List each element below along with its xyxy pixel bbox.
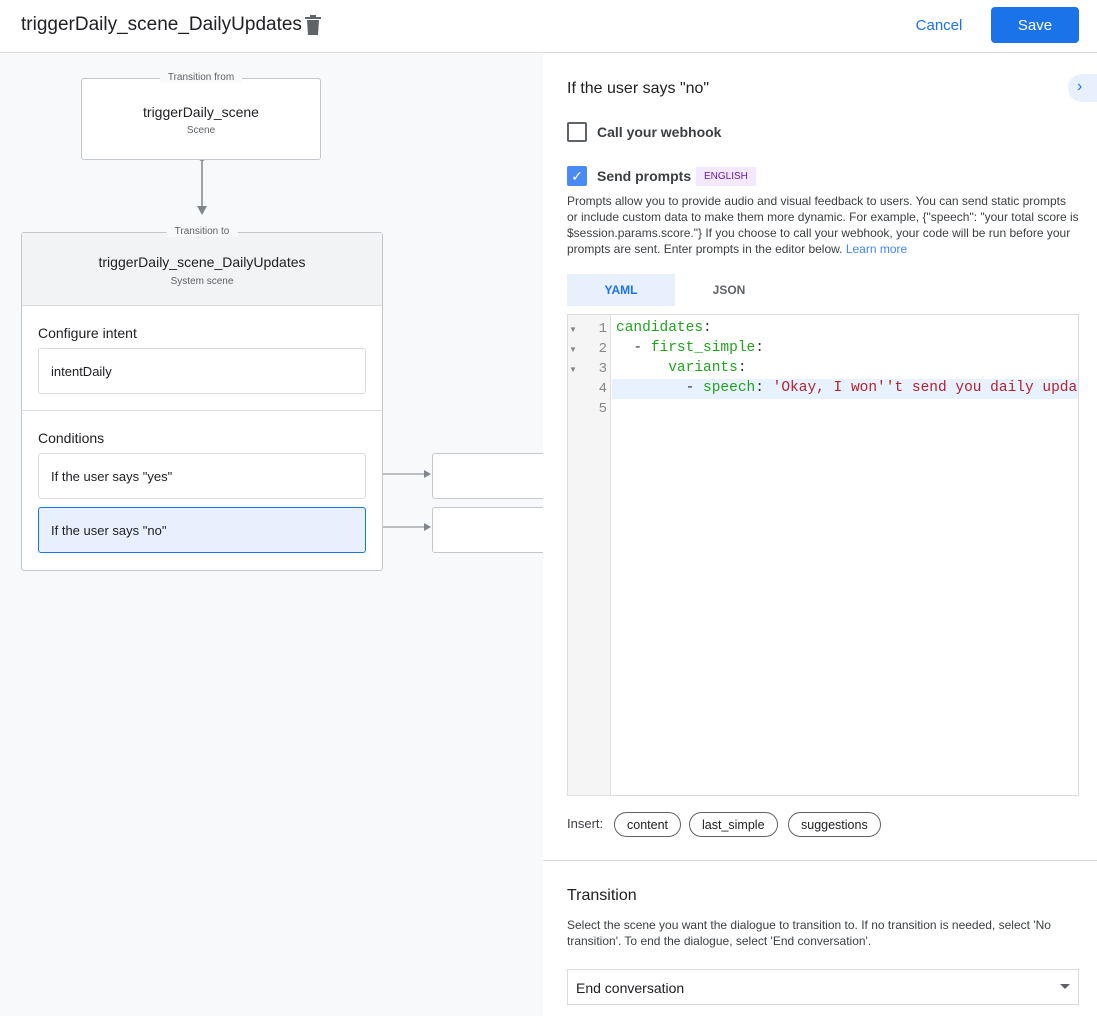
code-line: - speech: 'Okay, I won''t send you daily… <box>616 380 1078 396</box>
transition-from-node[interactable]: Transition from triggerDaily_scene Scene <box>81 72 321 160</box>
flow-canvas[interactable]: Transition from triggerDaily_scene Scene… <box>0 54 543 1016</box>
insert-chip-content[interactable]: content <box>614 812 682 837</box>
to-scene-name: triggerDaily_scene_DailyUpdates <box>98 254 306 270</box>
condition-no[interactable]: If the user says "no" <box>38 507 366 553</box>
transition-from-legend: Transition from <box>159 72 243 83</box>
page-title: triggerDaily_scene_DailyUpdates <box>21 14 302 35</box>
description-text: Prompts allow you to provide audio and v… <box>567 194 1079 256</box>
tab-yaml[interactable]: YAML <box>567 274 675 306</box>
learn-more-link[interactable]: Learn more <box>845 242 908 256</box>
send-prompts-checkbox[interactable]: ✓ <box>567 166 587 186</box>
condition-yes[interactable]: If the user says "yes" <box>38 453 366 499</box>
fold-arrow-icon[interactable]: ▼ <box>569 345 577 354</box>
delete-icon[interactable] <box>304 14 322 36</box>
transition-select[interactable]: End conversation <box>567 969 1079 1005</box>
intent-field[interactable]: intentDaily <box>38 348 366 394</box>
panel-heading: If the user says "no" <box>567 80 710 97</box>
save-button[interactable]: Save <box>991 7 1079 43</box>
line-number: 4 <box>598 381 607 397</box>
condition-panel <box>543 54 1097 1016</box>
from-scene-name: triggerDaily_scene <box>143 104 259 120</box>
line-number: 2 <box>598 341 607 357</box>
code-line: candidates: <box>616 320 712 336</box>
no-target-node[interactable] <box>432 507 543 553</box>
active-line-highlight <box>612 379 1078 399</box>
line-number: 3 <box>598 361 607 377</box>
code-editor[interactable] <box>567 314 1079 796</box>
configure-intent-label: Configure intent <box>38 325 137 341</box>
line-number: 1 <box>598 321 607 337</box>
prompts-description: Prompts allow you to provide audio and v… <box>567 193 1079 257</box>
cancel-button[interactable]: Cancel <box>905 8 973 42</box>
insert-label: Insert: <box>567 816 604 831</box>
transition-selected-value: End conversation <box>576 980 685 996</box>
fold-arrow-icon[interactable]: ▼ <box>569 365 577 374</box>
language-badge: ENGLISH <box>696 167 756 186</box>
webhook-checkbox[interactable] <box>567 122 587 142</box>
from-scene-type: Scene <box>186 125 216 136</box>
editor-gutter <box>568 315 611 795</box>
divider <box>543 860 1097 861</box>
conditions-label: Conditions <box>38 430 105 446</box>
collapse-panel-chevron-icon[interactable]: › <box>1068 74 1097 102</box>
insert-chip-suggestions[interactable]: suggestions <box>788 812 881 837</box>
send-prompts-label: Send prompts <box>597 168 692 184</box>
top-bar: triggerDaily_scene_DailyUpdates Cancel S… <box>0 0 1097 53</box>
dropdown-arrow-icon <box>1060 984 1070 989</box>
transition-description: Select the scene you want the dialogue t… <box>567 918 1051 948</box>
transition-to-legend: Transition to <box>166 226 238 237</box>
code-line: variants: <box>668 360 747 376</box>
tab-json[interactable]: JSON <box>712 283 746 297</box>
transition-heading: Transition <box>567 887 637 904</box>
fold-arrow-icon[interactable]: ▼ <box>569 325 577 334</box>
code-line: - first_simple: <box>616 340 764 356</box>
transition-to-node: Transition to triggerDaily_scene_DailyUp… <box>21 226 383 571</box>
insert-chip-last-simple[interactable]: last_simple <box>689 812 778 837</box>
to-scene-type: System scene <box>170 276 234 287</box>
line-number: 5 <box>598 401 607 417</box>
yes-target-node[interactable] <box>432 453 543 499</box>
webhook-label: Call your webhook <box>597 124 722 140</box>
